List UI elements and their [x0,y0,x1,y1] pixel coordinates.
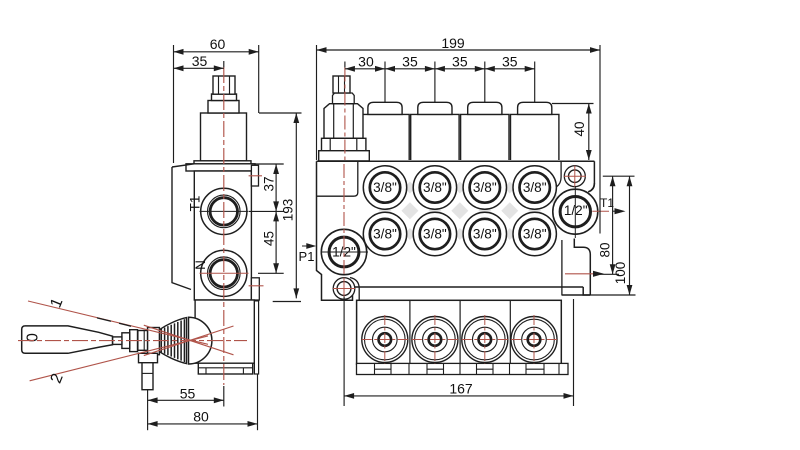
svg-text:55: 55 [180,385,196,401]
svg-text:3/8": 3/8" [373,180,397,195]
svg-text:60: 60 [210,36,226,52]
svg-text:80: 80 [193,408,209,424]
svg-text:167: 167 [449,381,473,397]
svg-text:N: N [193,260,208,270]
svg-text:199: 199 [441,35,465,51]
svg-text:35: 35 [402,54,418,70]
svg-text:100: 100 [613,262,628,285]
svg-text:3/8": 3/8" [423,227,447,242]
svg-text:193: 193 [280,199,295,222]
svg-text:3/8": 3/8" [423,180,447,195]
svg-text:P1: P1 [299,249,315,264]
svg-text:30: 30 [358,54,374,70]
svg-text:3/8": 3/8" [523,180,547,195]
svg-text:0: 0 [25,333,42,342]
svg-text:3/8": 3/8" [373,227,397,242]
svg-text:80: 80 [597,242,612,257]
svg-text:35: 35 [452,54,468,70]
svg-text:37: 37 [261,176,276,191]
svg-text:3/8": 3/8" [523,227,547,242]
svg-text:3/8": 3/8" [473,180,497,195]
svg-text:3/8": 3/8" [473,227,497,242]
svg-text:T1: T1 [188,196,203,212]
svg-text:40: 40 [572,121,587,136]
svg-text:35: 35 [502,54,518,70]
svg-text:45: 45 [261,231,276,246]
svg-text:35: 35 [192,53,208,69]
svg-text:T1: T1 [600,196,614,210]
